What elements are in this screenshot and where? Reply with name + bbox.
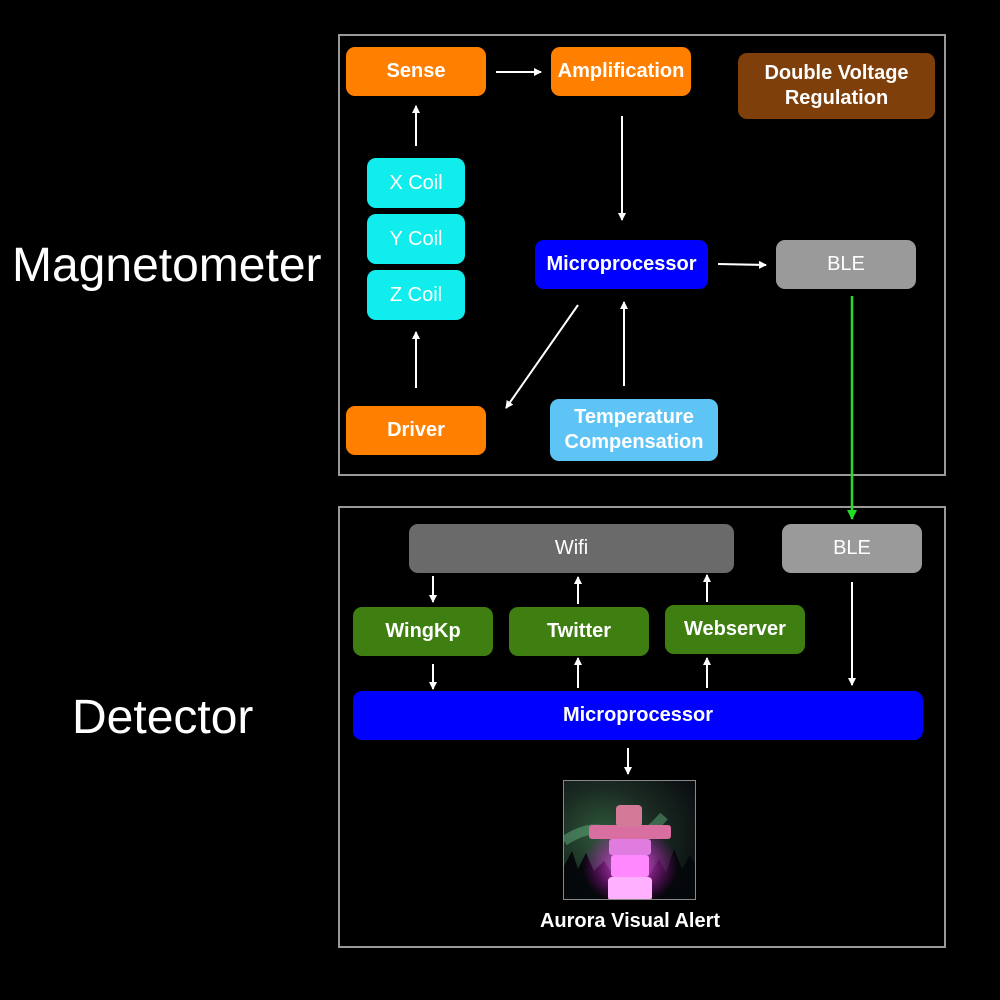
magnetometer-label: Magnetometer bbox=[12, 239, 322, 292]
ble-node: BLE bbox=[776, 240, 916, 289]
detector-frame bbox=[338, 506, 946, 948]
webserver-node: Webserver bbox=[665, 605, 805, 654]
aurora-visual-alert-caption: Aurora Visual Alert bbox=[539, 910, 721, 932]
detector-ble-node: BLE bbox=[782, 524, 922, 573]
detector-microprocessor-node: Microprocessor bbox=[353, 691, 923, 740]
x-coil-node: X Coil bbox=[367, 158, 465, 208]
temperature-compensation-node: Temperature Compensation bbox=[550, 399, 718, 461]
driver-node: Driver bbox=[346, 406, 486, 455]
y-coil-node: Y Coil bbox=[367, 214, 465, 264]
arrow-microprocessor-to-driver bbox=[505, 304, 579, 409]
sense-node: Sense bbox=[346, 47, 486, 96]
detector-label: Detector bbox=[72, 691, 254, 744]
arrow-microprocessor-to-ble bbox=[717, 260, 767, 269]
z-coil-node: Z Coil bbox=[367, 270, 465, 320]
magnetometer-frame bbox=[338, 34, 946, 476]
amplification-node: Amplification bbox=[551, 47, 691, 96]
wifi-node: Wifi bbox=[409, 524, 734, 573]
double-voltage-regulation-node: Double Voltage Regulation bbox=[738, 53, 935, 119]
wingkp-node: WingKp bbox=[353, 607, 493, 656]
aurora-visual-alert-image bbox=[563, 780, 696, 900]
microprocessor-node: Microprocessor bbox=[535, 240, 708, 289]
twitter-node: Twitter bbox=[509, 607, 649, 656]
